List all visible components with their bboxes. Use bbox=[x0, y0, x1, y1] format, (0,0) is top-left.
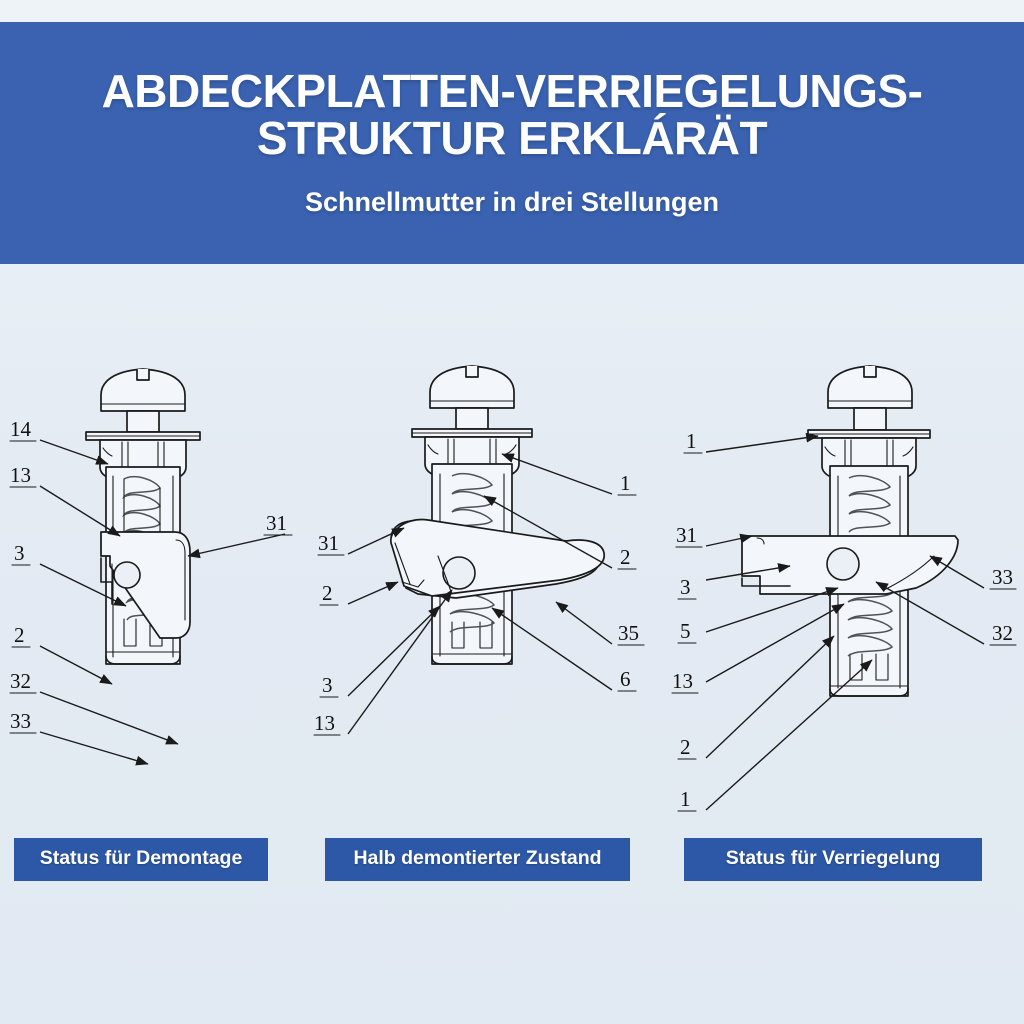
cover-plate-right bbox=[807, 429, 931, 439]
locking-nut-right bbox=[741, 535, 959, 595]
callouts-middle-figure: 31 2 3 13 1 2 35 6 bbox=[313, 453, 645, 736]
screw-head-right bbox=[827, 365, 913, 431]
spring-upper-right bbox=[848, 475, 892, 533]
callouts-left-figure: 14 13 3 2 32 33 31 bbox=[9, 417, 293, 766]
page-title: ABDECKPLATTEN-VERRIEGELUNGS- STRUKTUR ER… bbox=[82, 64, 943, 164]
callout-left-31: 31 bbox=[266, 511, 287, 535]
locking-nut-middle bbox=[389, 518, 605, 599]
callout-right-3: 3 bbox=[680, 575, 691, 599]
callout-middle-2a: 2 bbox=[322, 581, 333, 605]
callout-left-2: 2 bbox=[14, 623, 25, 647]
callout-right-2: 2 bbox=[680, 735, 691, 759]
screw-head-middle bbox=[429, 365, 515, 430]
caption-status-demontage: Status für Demontage bbox=[14, 838, 268, 881]
callout-left-14: 14 bbox=[10, 417, 32, 441]
callout-middle-31: 31 bbox=[318, 531, 339, 555]
locking-nut-left bbox=[100, 531, 191, 639]
callout-middle-3: 3 bbox=[322, 673, 333, 697]
callout-left-3: 3 bbox=[14, 541, 25, 565]
callouts-right-figure: 1 31 3 5 13 2 1 33 32 bbox=[671, 429, 1017, 812]
callout-right-1a: 1 bbox=[686, 429, 697, 453]
callout-right-5: 5 bbox=[680, 619, 691, 643]
callout-middle-13: 13 bbox=[314, 711, 335, 735]
title-line-1: ABDECKPLATTEN-VERRIEGELUNGS- bbox=[101, 64, 923, 117]
page-subtitle: Schnellmutter in drei Stellungen bbox=[304, 187, 720, 218]
technical-drawing: .ln { fill:none; stroke:#1a1a1a; stroke-… bbox=[9, 365, 1017, 812]
callout-left-13: 13 bbox=[10, 463, 31, 487]
cover-plate-left bbox=[85, 431, 201, 441]
callout-left-32: 32 bbox=[10, 669, 31, 693]
callout-right-1b: 1 bbox=[680, 787, 691, 811]
title-line-2: STRUKTUR ERKLÁRÄT bbox=[256, 111, 768, 164]
spring-lower-right bbox=[847, 581, 894, 657]
callout-right-13: 13 bbox=[672, 669, 693, 693]
cover-plate-middle bbox=[411, 428, 533, 438]
callout-middle-2b: 2 bbox=[620, 545, 631, 569]
figure-right: 1 31 3 5 13 2 1 33 32 bbox=[671, 365, 1017, 812]
callout-right-31: 31 bbox=[676, 523, 697, 547]
callout-right-33: 33 bbox=[992, 565, 1013, 589]
figure-middle: 31 2 3 13 1 2 35 6 bbox=[313, 365, 645, 736]
figure-area: .ln { fill:none; stroke:#1a1a1a; stroke-… bbox=[0, 264, 1024, 1024]
callout-middle-35: 35 bbox=[618, 621, 639, 645]
figure-left: 14 13 3 2 32 33 31 bbox=[9, 368, 293, 766]
callout-middle-1: 1 bbox=[620, 471, 631, 495]
caption-status-verriegelung: Status für Verriegelung bbox=[684, 838, 982, 881]
header-banner: ABDECKPLATTEN-VERRIEGELUNGS- STRUKTUR ER… bbox=[0, 22, 1024, 264]
caption-halb-demontiert: Halb demontierter Zustand bbox=[325, 838, 630, 881]
callout-middle-6: 6 bbox=[620, 667, 631, 691]
callout-right-32: 32 bbox=[992, 621, 1013, 645]
callout-left-33: 33 bbox=[10, 709, 31, 733]
screw-head-left bbox=[100, 368, 186, 433]
